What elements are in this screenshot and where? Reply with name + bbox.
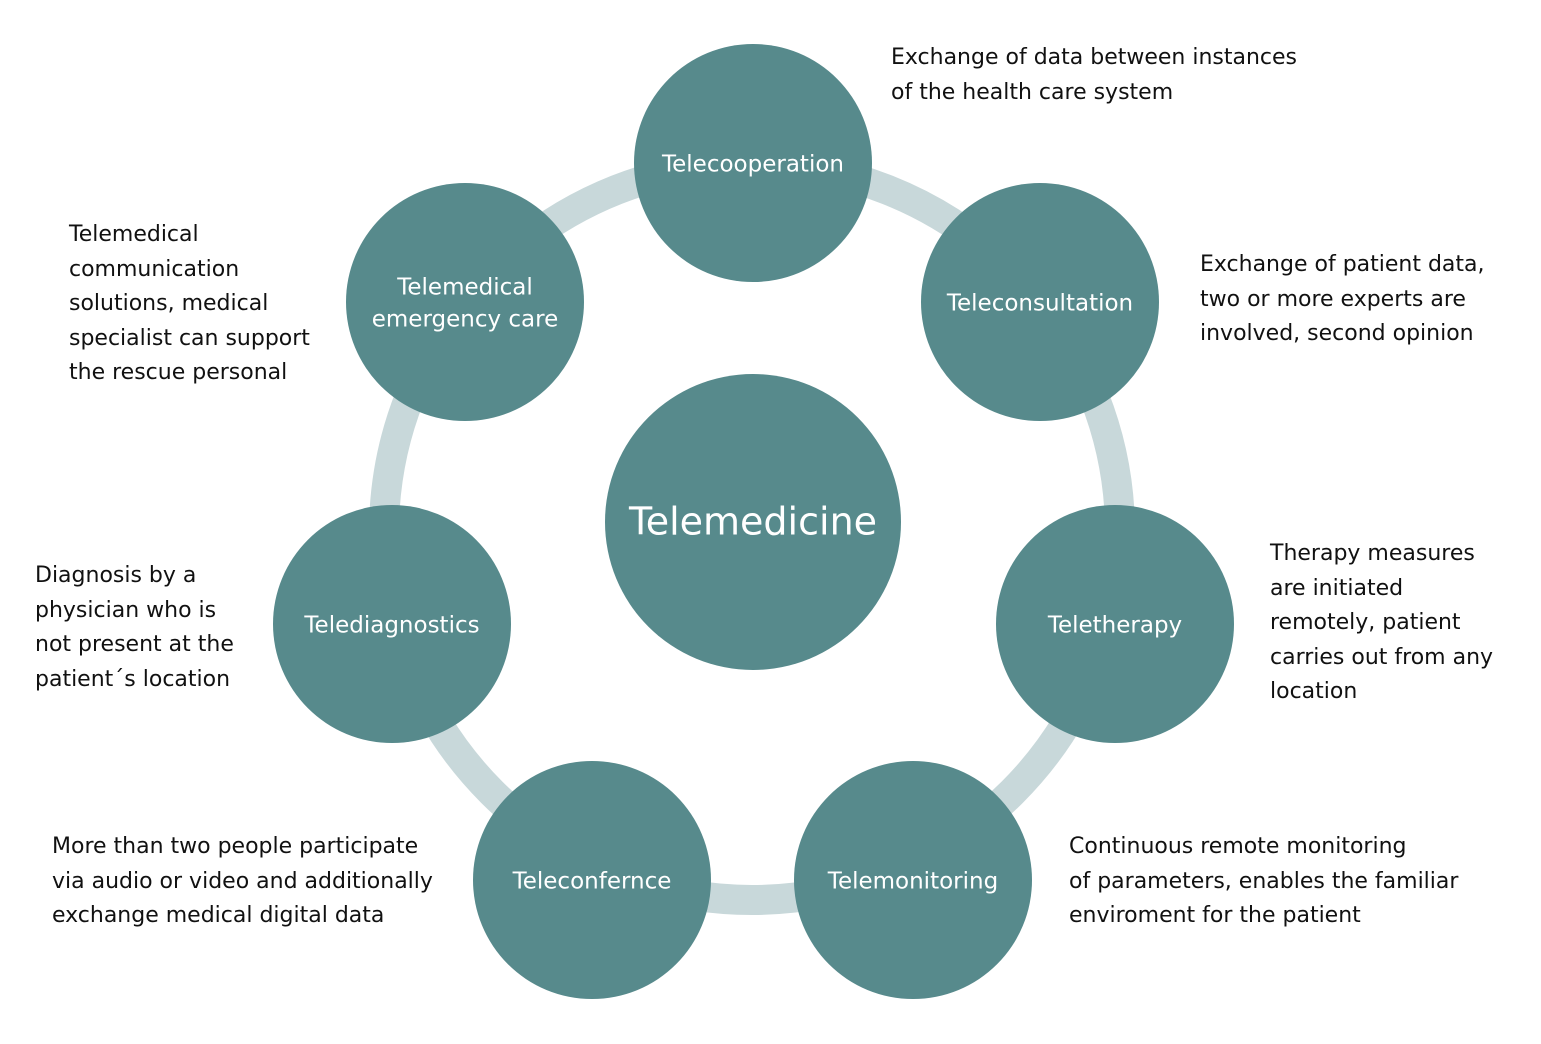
teleconfernce-description: More than two people participate via aud… bbox=[52, 834, 433, 928]
teleconfernce-label: Teleconfernce bbox=[512, 869, 672, 895]
center-circle bbox=[605, 374, 901, 670]
node-circles: TelecooperationTeleconsultationTelethera… bbox=[273, 44, 1234, 999]
telecooperation-description: Exchange of data between instances of th… bbox=[891, 45, 1298, 105]
teleconsultation-label: Teleconsultation bbox=[946, 291, 1133, 317]
teletherapy-label: Teletherapy bbox=[1047, 613, 1182, 639]
telemedical-emergency-care-circle bbox=[346, 183, 584, 421]
teleconsultation-description: Exchange of patient data, two or more ex… bbox=[1200, 252, 1485, 346]
teletherapy-circle bbox=[996, 505, 1234, 743]
telemonitoring-label: Telemonitoring bbox=[827, 869, 998, 895]
center-label: Telemedicine bbox=[628, 500, 877, 544]
telemedical-emergency-care-description: Telemedical communication solutions, med… bbox=[69, 222, 310, 385]
telediagnostics-circle bbox=[273, 505, 511, 743]
telecooperation-circle bbox=[634, 44, 872, 282]
center-node: Telemedicine bbox=[605, 374, 901, 670]
node-telecooperation: Telecooperation bbox=[634, 44, 872, 282]
telediagnostics-description: Diagnosis by a physician who is not pres… bbox=[35, 563, 234, 692]
node-teleconfernce: Teleconfernce bbox=[473, 761, 711, 999]
teleconsultation-circle bbox=[921, 183, 1159, 421]
node-telediagnostics: Telediagnostics bbox=[273, 505, 511, 743]
node-teletherapy: Teletherapy bbox=[996, 505, 1234, 743]
node-teleconsultation: Teleconsultation bbox=[921, 183, 1159, 421]
node-telemedical-emergency-care: Telemedical emergency care bbox=[346, 183, 584, 421]
node-telemonitoring: Telemonitoring bbox=[794, 761, 1032, 999]
telediagnostics-label: Telediagnostics bbox=[303, 613, 479, 639]
telecooperation-label: Telecooperation bbox=[661, 152, 844, 178]
teletherapy-description: Therapy measures are initiated remotely,… bbox=[1270, 541, 1494, 704]
teleconfernce-circle bbox=[473, 761, 711, 999]
telemedical-emergency-care-label: emergency care bbox=[372, 307, 559, 333]
telemonitoring-description: Continuous remote monitoring of paramete… bbox=[1069, 834, 1459, 928]
telemedical-emergency-care-label: Telemedical bbox=[396, 275, 533, 301]
telemonitoring-circle bbox=[794, 761, 1032, 999]
